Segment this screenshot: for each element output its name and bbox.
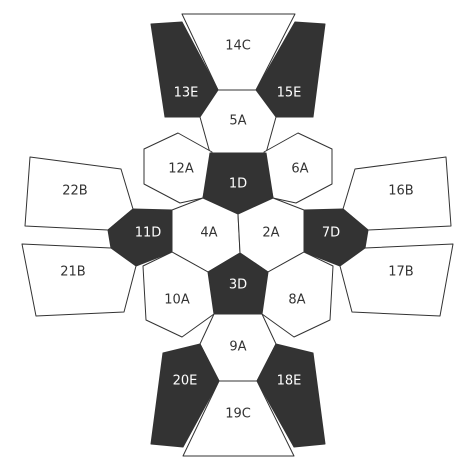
cell-5a[interactable]: 5A xyxy=(199,89,277,154)
cell-20e-label: 20E xyxy=(173,374,198,389)
cell-15e-shape xyxy=(255,21,326,118)
cell-16b[interactable]: 16B xyxy=(342,156,452,231)
cell-7d-label: 7D xyxy=(322,226,340,241)
cell-6a[interactable]: 6A xyxy=(263,132,333,204)
cell-16b-shape xyxy=(342,156,452,231)
cell-18e-shape xyxy=(256,343,326,448)
cell-9a-label: 9A xyxy=(229,340,246,355)
cell-14c-label: 14C xyxy=(225,39,251,54)
cell-1d[interactable]: 1D xyxy=(202,152,274,215)
cell-20e[interactable]: 20E xyxy=(150,343,220,448)
cell-16b-label: 16B xyxy=(388,184,413,199)
cell-19c-shape xyxy=(182,380,295,457)
cell-22b[interactable]: 22B xyxy=(24,156,134,231)
cell-21b-label: 21B xyxy=(60,265,85,280)
cell-22b-label: 22B xyxy=(62,184,87,199)
cell-21b-shape xyxy=(21,243,137,317)
cell-1d-label: 1D xyxy=(229,177,247,192)
cell-19c[interactable]: 19C xyxy=(182,380,295,457)
cell-2a-label: 2A xyxy=(262,226,279,241)
cell-4a-label: 4A xyxy=(200,226,217,241)
cell-12a[interactable]: 12A xyxy=(143,132,213,204)
cell-17b[interactable]: 17B xyxy=(339,243,454,317)
cell-3d-label: 3D xyxy=(229,278,247,293)
cell-18e[interactable]: 18E xyxy=(256,343,326,448)
cell-10a-label: 10A xyxy=(164,293,190,308)
cell-6a-label: 6A xyxy=(291,162,308,177)
cell-3d[interactable]: 3D xyxy=(207,252,269,315)
cell-12a-label: 12A xyxy=(168,162,194,177)
cell-11d-label: 11D xyxy=(135,226,162,241)
cell-17b-shape xyxy=(339,243,454,317)
cell-10a[interactable]: 10A xyxy=(142,251,215,338)
cell-18e-label: 18E xyxy=(277,374,302,389)
cell-17b-label: 17B xyxy=(388,265,413,280)
cell-20e-shape xyxy=(150,343,220,448)
cell-5a-label: 5A xyxy=(229,114,246,129)
cell-15e-label: 15E xyxy=(277,86,302,101)
cell-8a-label: 8A xyxy=(288,293,305,308)
cell-21b[interactable]: 21B xyxy=(21,243,137,317)
cell-19c-label: 19C xyxy=(225,407,251,422)
cell-13e-label: 13E xyxy=(174,86,199,101)
cell-15e[interactable]: 15E xyxy=(255,21,326,118)
